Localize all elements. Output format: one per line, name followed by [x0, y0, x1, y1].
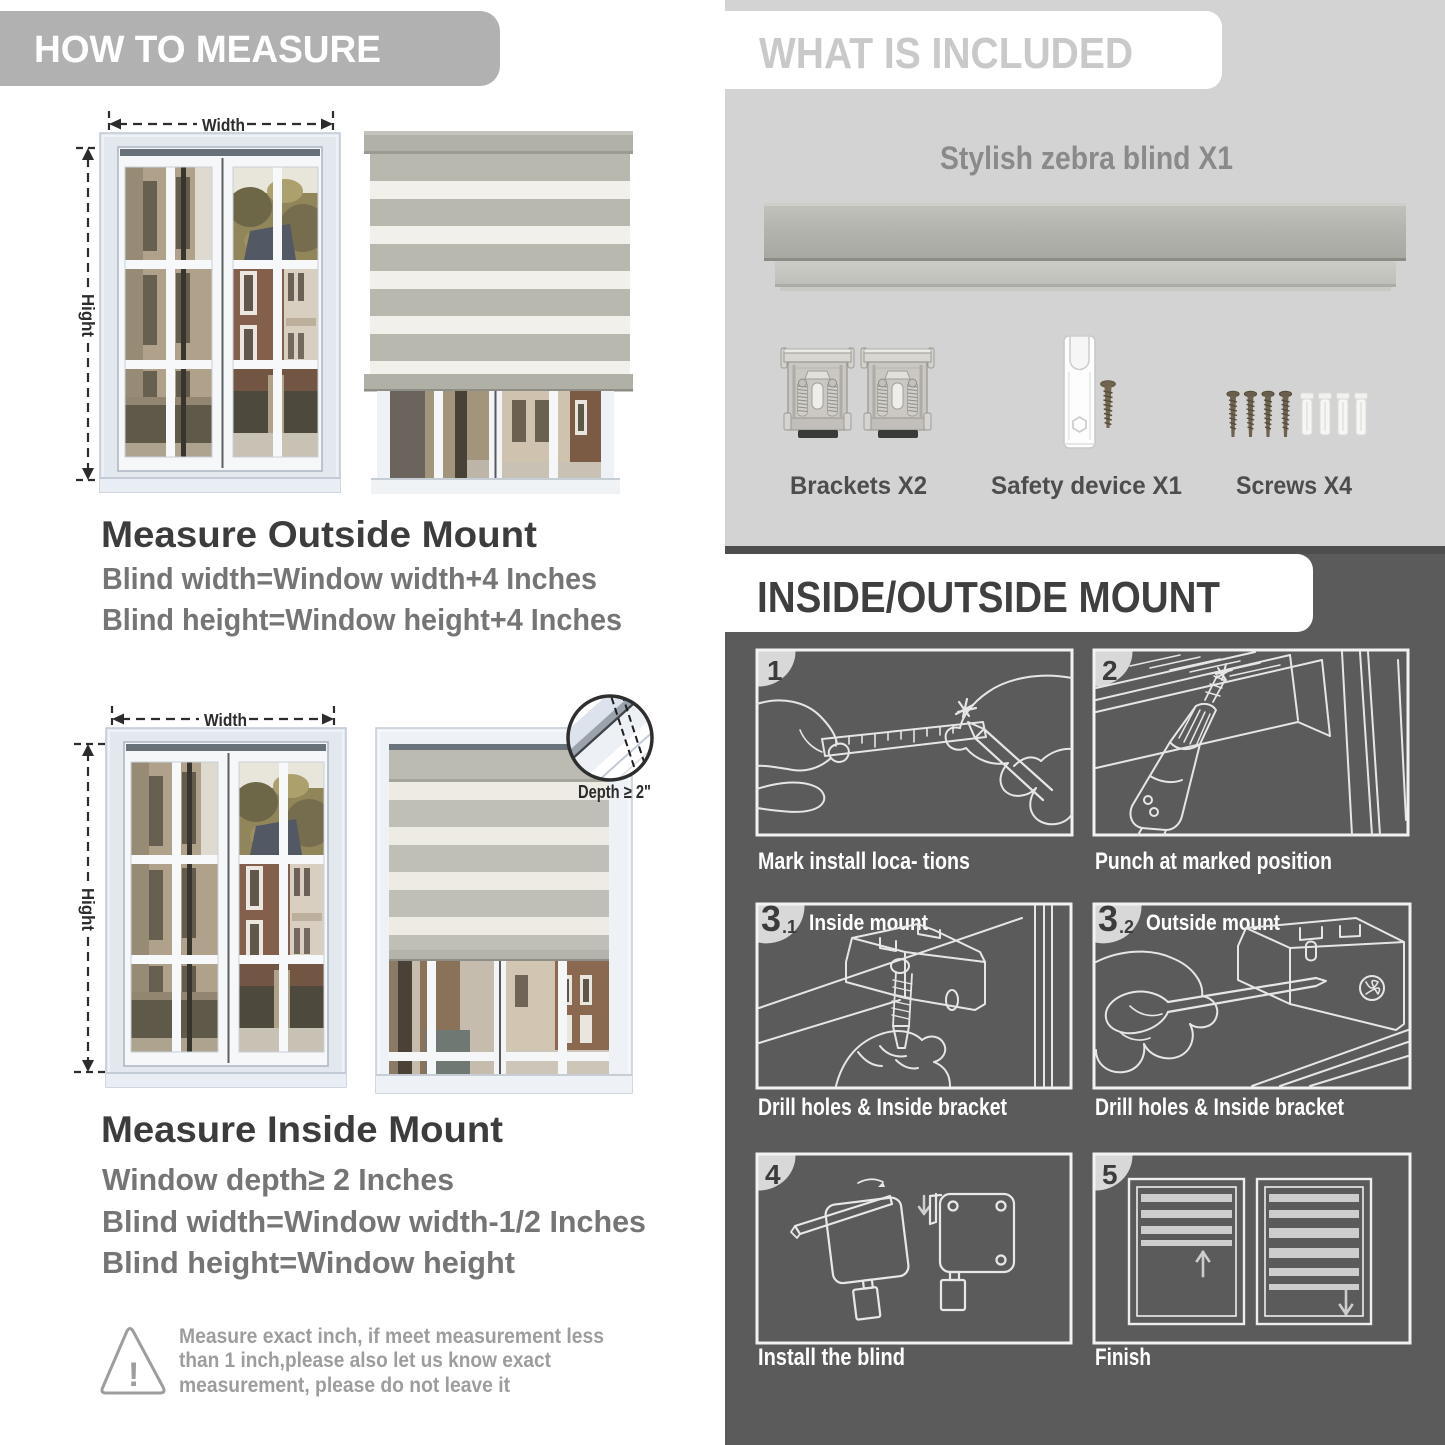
svg-text:2: 2 — [1102, 655, 1118, 686]
svg-text:.1: .1 — [782, 917, 797, 937]
svg-text:5: 5 — [1102, 1159, 1118, 1190]
svg-text:HOW TO MEASURE: HOW TO MEASURE — [34, 29, 381, 71]
svg-text:3: 3 — [761, 898, 781, 939]
svg-text:Inside mount: Inside mount — [809, 910, 929, 935]
svg-text:Hight: Hight — [78, 294, 98, 337]
svg-text:Measure Inside Mount: Measure Inside Mount — [101, 1109, 503, 1150]
svg-text:4: 4 — [765, 1159, 781, 1190]
svg-text:.2: .2 — [1119, 917, 1134, 937]
svg-text:3: 3 — [1098, 898, 1118, 939]
svg-text:Mark install loca- tions: Mark install loca- tions — [758, 848, 970, 875]
svg-text:measurement, please do not lea: measurement, please do not leave it — [179, 1374, 510, 1397]
svg-text:Drill holes & Inside bracket: Drill holes & Inside bracket — [1095, 1094, 1344, 1121]
svg-text:Measure exact inch, if meet me: Measure exact inch, if meet measurement … — [179, 1325, 604, 1348]
svg-text:Measure Outside Mount: Measure Outside Mount — [101, 514, 537, 555]
svg-text:Depth ≥ 2": Depth ≥ 2" — [578, 782, 651, 802]
svg-text:Blind width=Window width+4 Inc: Blind width=Window width+4 Inches — [102, 561, 597, 596]
svg-text:Screws X4: Screws X4 — [1236, 472, 1352, 500]
svg-text:!: ! — [128, 1356, 139, 1394]
svg-text:Window depth≥ 2 Inches: Window depth≥ 2 Inches — [102, 1162, 454, 1197]
svg-text:Stylish zebra blind X1: Stylish zebra blind X1 — [940, 140, 1233, 176]
svg-text:Drill holes & Inside bracket: Drill holes & Inside bracket — [758, 1094, 1007, 1121]
svg-text:than 1 inch,please also let us: than 1 inch,please also let us know exac… — [179, 1349, 551, 1372]
svg-text:INSIDE/OUTSIDE MOUNT: INSIDE/OUTSIDE MOUNT — [757, 573, 1220, 622]
svg-text:WHAT IS INCLUDED: WHAT IS INCLUDED — [759, 29, 1133, 78]
svg-text:Width: Width — [202, 115, 245, 135]
svg-text:Width: Width — [204, 710, 247, 730]
svg-text:Outside mount: Outside mount — [1146, 910, 1281, 935]
svg-text:Brackets X2: Brackets X2 — [790, 472, 927, 500]
svg-text:Install the blind: Install the blind — [758, 1344, 905, 1371]
svg-text:Finish: Finish — [1095, 1344, 1151, 1371]
svg-text:Hight: Hight — [78, 888, 98, 931]
svg-text:Punch at marked position: Punch at marked position — [1095, 848, 1332, 875]
svg-text:Blind height=Window height+4 I: Blind height=Window height+4 Inches — [102, 602, 622, 637]
svg-text:Safety device X1: Safety device X1 — [991, 472, 1182, 500]
svg-text:1: 1 — [767, 655, 783, 686]
svg-text:Blind width=Window width-1/2 I: Blind width=Window width-1/2 Inches — [102, 1204, 646, 1239]
svg-text:Blind height=Window height: Blind height=Window height — [102, 1245, 515, 1280]
